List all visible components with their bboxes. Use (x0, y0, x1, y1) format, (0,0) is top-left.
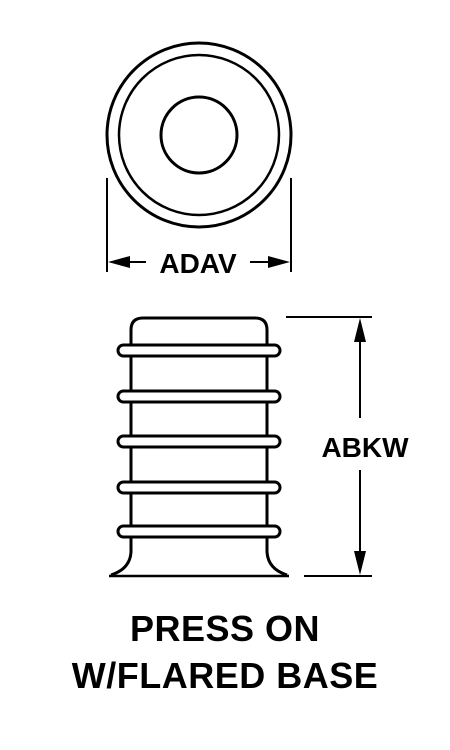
rib-1 (116, 343, 282, 358)
rib-5 (116, 524, 282, 539)
body-top-cap (129, 316, 269, 345)
center-hole-circle (159, 95, 239, 175)
side-view (109, 316, 289, 578)
height-arrow-bottom (354, 551, 366, 575)
flared-base-left (110, 537, 133, 577)
rib-4 (116, 480, 282, 495)
caption-line-1: PRESS ON (129, 608, 321, 649)
diameter-dimension: ADAV (106, 178, 292, 279)
caption-line-2: W/FLARED BASE (71, 655, 379, 696)
diameter-arrow-left (108, 256, 130, 268)
diameter-label: ADAV (159, 248, 237, 279)
outer-rim-circle (105, 41, 293, 229)
height-label: ABKW (321, 432, 409, 463)
inner-rim-circle (117, 53, 281, 217)
diameter-arrow-right (268, 256, 290, 268)
height-arrow-top (354, 318, 366, 342)
flared-base-right (265, 537, 288, 577)
rib-2 (116, 389, 282, 404)
height-dimension: ABKW (286, 316, 409, 577)
rib-3 (116, 434, 282, 449)
top-view (105, 41, 293, 229)
